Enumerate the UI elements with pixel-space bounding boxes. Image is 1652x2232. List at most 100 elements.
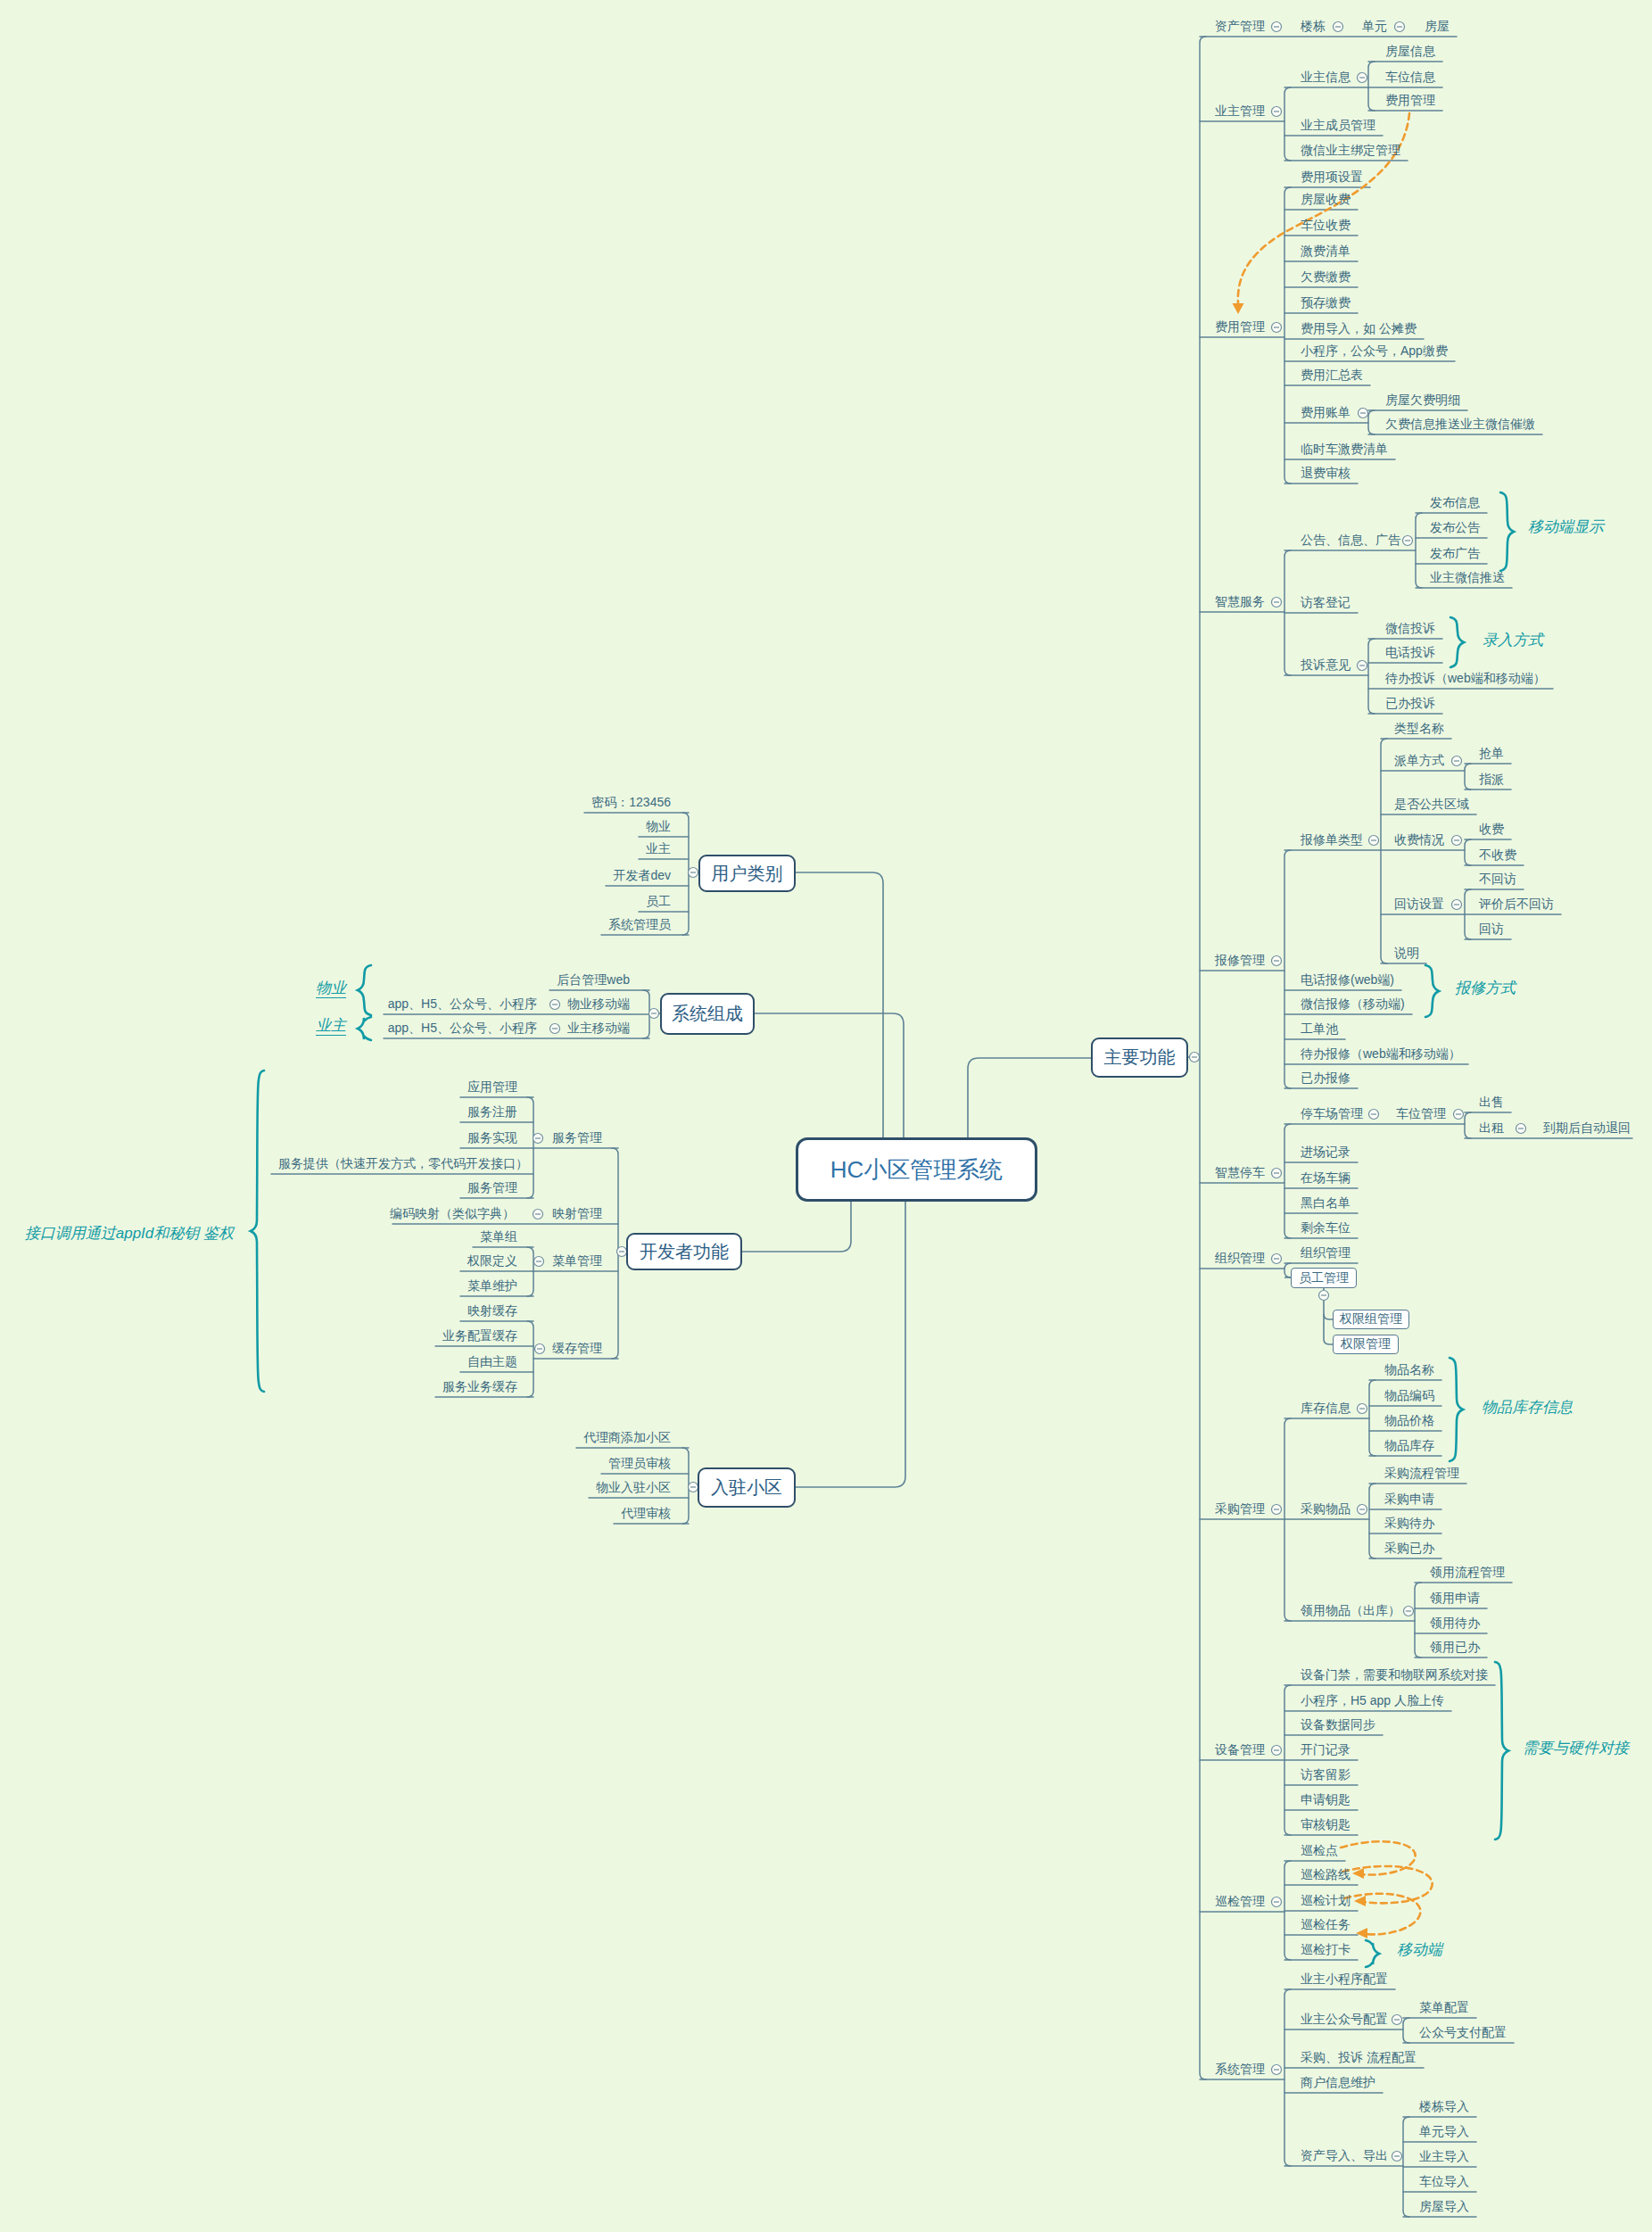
node-label[interactable]: 公众号支付配置 [1419, 2024, 1507, 2040]
node-label[interactable]: 领用流程管理 [1430, 1564, 1505, 1580]
node-label[interactable]: 发布信息 [1430, 494, 1480, 510]
node-label[interactable]: app、H5、公众号、小程序 [388, 1020, 537, 1036]
node-label[interactable]: 业主公众号配置 [1301, 2011, 1388, 2027]
center-topic[interactable]: HC小区管理系统 [796, 1137, 1037, 1202]
node-label[interactable]: 应用管理 [467, 1079, 517, 1095]
node-label[interactable]: 单元导入 [1419, 2123, 1469, 2139]
node-label[interactable]: 已办报修 [1301, 1070, 1351, 1086]
node-label[interactable]: 评价后不回访 [1479, 896, 1554, 912]
node-label[interactable]: 是否公共区域 [1394, 796, 1469, 812]
node-label[interactable]: 待办投诉（web端和移动端） [1385, 670, 1546, 686]
node-label[interactable]: 领用物品（出库） [1301, 1602, 1400, 1618]
sub-topic-employee-management[interactable]: 员工管理 [1291, 1268, 1357, 1288]
node-label[interactable]: 回访设置 [1394, 896, 1444, 912]
node-label[interactable]: 业主移动端 [567, 1020, 630, 1036]
node-label[interactable]: 欠费缴费 [1301, 269, 1351, 285]
node-label[interactable]: 业主微信推送 [1430, 569, 1505, 585]
node-label[interactable]: 业主 [646, 840, 671, 856]
node-label[interactable]: 自由主题 [467, 1353, 517, 1369]
node-label[interactable]: 缓存管理 [552, 1340, 602, 1356]
node-label[interactable]: 资产管理 [1215, 18, 1265, 34]
node-label[interactable]: 房屋欠费明细 [1385, 392, 1460, 408]
node-label[interactable]: 采购流程管理 [1384, 1465, 1459, 1481]
node-label[interactable]: 物业移动端 [567, 996, 630, 1012]
node-label[interactable]: 不回访 [1479, 871, 1516, 887]
node-label[interactable]: 采购管理 [1215, 1500, 1265, 1517]
node-label[interactable]: 车位收费 [1301, 217, 1351, 233]
node-label[interactable]: 映射缓存 [467, 1302, 517, 1319]
node-label[interactable]: 服务实现 [467, 1129, 517, 1145]
node-label[interactable]: 业主导入 [1419, 2148, 1469, 2164]
node-label[interactable]: 车位导入 [1419, 2173, 1469, 2189]
node-label[interactable]: 组织管理 [1301, 1244, 1351, 1261]
node-label[interactable]: 采购、投诉 流程配置 [1301, 2049, 1417, 2065]
node-label[interactable]: 微信投诉 [1385, 620, 1435, 636]
main-topic-user-types[interactable]: 用户类别 [698, 855, 796, 892]
node-label[interactable]: 电话投诉 [1385, 644, 1435, 660]
node-label[interactable]: 收费情况 [1394, 831, 1444, 847]
node-label[interactable]: 房屋导入 [1419, 2198, 1469, 2214]
main-topic-developer-functions[interactable]: 开发者功能 [626, 1233, 742, 1270]
node-label[interactable]: 发布公告 [1430, 519, 1480, 535]
node-label[interactable]: 采购物品 [1301, 1500, 1351, 1517]
node-label[interactable]: 报修单类型 [1301, 831, 1363, 847]
node-label[interactable]: 费用汇总表 [1301, 367, 1363, 383]
node-label[interactable]: 巡检计划 [1301, 1892, 1351, 1908]
node-label[interactable]: 物业入驻小区 [596, 1479, 671, 1495]
node-label[interactable]: 领用已办 [1430, 1639, 1480, 1655]
node-label[interactable]: 代理审核 [621, 1505, 671, 1521]
node-label[interactable]: 微信业主绑定管理 [1301, 142, 1400, 158]
node-label[interactable]: 设备数据同步 [1301, 1716, 1375, 1732]
node-label[interactable]: 商户信息维护 [1301, 2074, 1375, 2090]
node-label[interactable]: 房屋收费 [1301, 191, 1351, 207]
node-label[interactable]: 类型名称 [1394, 720, 1444, 736]
node-label[interactable]: 服务注册 [467, 1104, 517, 1120]
node-label[interactable]: 采购申请 [1384, 1491, 1434, 1507]
node-label[interactable]: 采购已办 [1384, 1540, 1434, 1556]
node-label[interactable]: 巡检路线 [1301, 1866, 1351, 1882]
node-label[interactable]: 楼栋导入 [1419, 2098, 1469, 2114]
node-label[interactable]: 菜单管理 [552, 1252, 602, 1269]
node-label[interactable]: 业务配置缓存 [442, 1327, 517, 1343]
node-label[interactable]: 服务提供（快速开发方式，零代码开发接口） [278, 1155, 528, 1171]
node-label[interactable]: 巡检打卡 [1301, 1941, 1351, 1957]
node-label[interactable]: 到期后自动退回 [1543, 1120, 1631, 1136]
node-label[interactable]: 出售 [1479, 1094, 1504, 1110]
node-label[interactable]: 已办投诉 [1385, 695, 1435, 711]
node-label[interactable]: 巡检点 [1301, 1842, 1338, 1858]
node-label[interactable]: 编码映射（类似字典） [390, 1205, 515, 1221]
node-label[interactable]: 待办报修（web端和移动端） [1301, 1046, 1461, 1062]
node-label[interactable]: 物品编码 [1384, 1387, 1434, 1403]
node-label[interactable]: 车位管理 [1396, 1105, 1446, 1121]
node-label[interactable]: 菜单组 [480, 1228, 517, 1244]
node-label[interactable]: 欠费信息推送业主微信催缴 [1385, 416, 1535, 432]
node-label[interactable]: 指派 [1479, 771, 1504, 787]
node-label[interactable]: 费用管理 [1385, 92, 1435, 108]
node-label[interactable]: 业主成员管理 [1301, 117, 1375, 133]
node-label[interactable]: 开发者dev [613, 867, 671, 883]
node-label[interactable]: 停车场管理 [1301, 1105, 1363, 1121]
node-label[interactable]: 资产导入、导出 [1301, 2147, 1388, 2163]
node-label[interactable]: 进场记录 [1301, 1144, 1351, 1160]
node-label[interactable]: app、H5、公众号、小程序 [388, 996, 537, 1012]
node-label[interactable]: 巡检任务 [1301, 1916, 1351, 1932]
node-label[interactable]: 业主小程序配置 [1301, 1971, 1388, 1987]
node-label[interactable]: 公告、信息、广告 [1301, 532, 1400, 548]
node-label[interactable]: 投诉意见 [1301, 657, 1351, 673]
node-label[interactable]: 权限定义 [467, 1252, 517, 1269]
node-label[interactable]: 菜单配置 [1419, 1999, 1469, 2015]
node-label[interactable]: 业主信息 [1301, 69, 1351, 85]
node-label[interactable]: 预存缴费 [1301, 294, 1351, 310]
node-label[interactable]: 报修管理 [1215, 952, 1265, 968]
node-label[interactable]: 系统管理员 [608, 916, 671, 932]
node-label[interactable]: 审核钥匙 [1301, 1816, 1351, 1832]
node-label[interactable]: 员工 [646, 893, 671, 909]
sub-topic-permission-management[interactable]: 权限管理 [1333, 1335, 1399, 1354]
node-label[interactable]: 费用项设置 [1301, 169, 1363, 185]
node-label[interactable]: 采购待办 [1384, 1515, 1434, 1531]
sub-topic-permission-group-management[interactable]: 权限组管理 [1333, 1310, 1409, 1329]
node-label[interactable]: 智慧服务 [1215, 593, 1265, 609]
main-topic-system-composition[interactable]: 系统组成 [660, 993, 755, 1035]
node-label[interactable]: 服务管理 [467, 1179, 517, 1195]
main-topic-join-community[interactable]: 入驻小区 [698, 1467, 796, 1508]
